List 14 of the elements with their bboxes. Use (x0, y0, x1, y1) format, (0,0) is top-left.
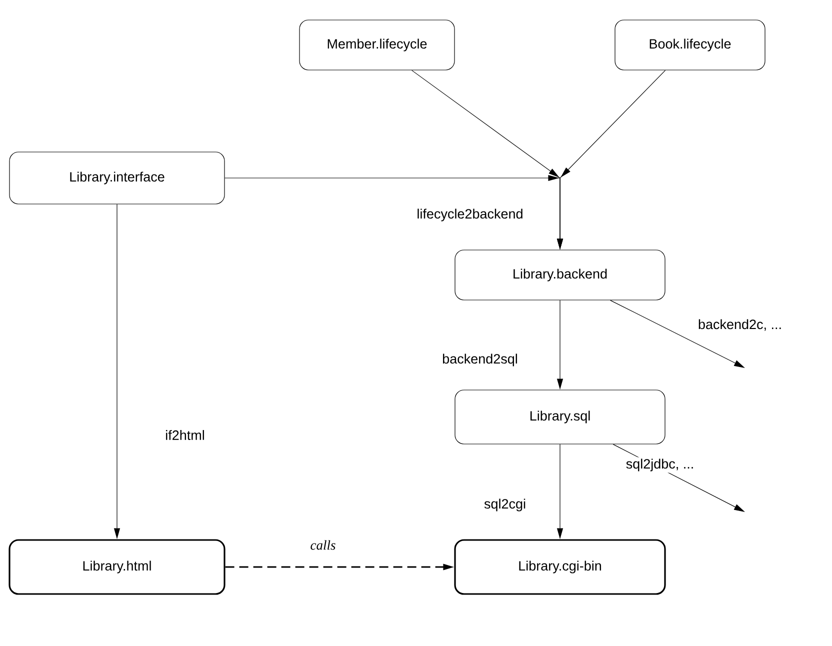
process-box: Library.sql (454, 390, 666, 444)
process-box: Library.backend (454, 250, 666, 300)
process-box: Book.lifecycle (614, 20, 766, 70)
process-box: Library.html (8, 539, 226, 595)
edge-label: sql2cgi (482, 497, 528, 513)
edge-label: sql2jdbc, ... (624, 457, 696, 473)
edge-label: calls (308, 538, 338, 552)
edge-label: backend2c, ... (696, 318, 784, 332)
process-box: Library.interface (9, 152, 225, 204)
process-box: Member.lifecycle (299, 20, 455, 70)
edge-label: if2html (164, 428, 206, 442)
edge-label: backend2sql (440, 352, 520, 368)
process-box: Library.cgi-bin (454, 539, 666, 595)
edge-label: lifecycle2backend (415, 207, 525, 223)
